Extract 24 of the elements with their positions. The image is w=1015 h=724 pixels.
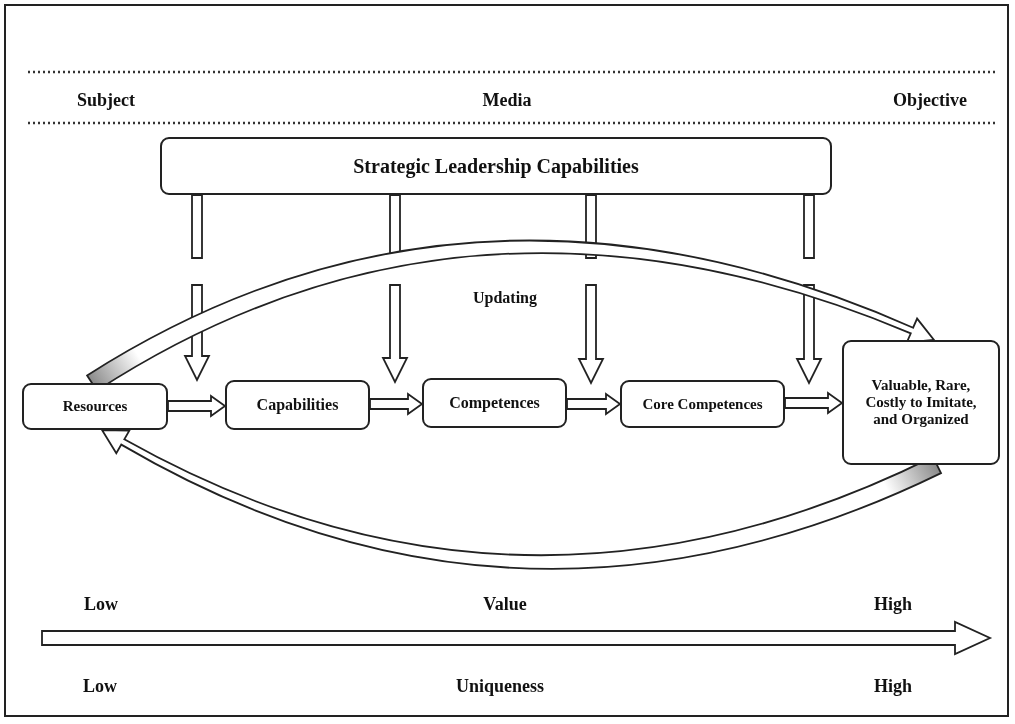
scale-label: High	[874, 593, 912, 615]
scale-label: High	[874, 675, 912, 697]
block-arrow	[369, 392, 424, 416]
scale-label: Low	[84, 593, 118, 615]
curved-arrow	[101, 429, 942, 570]
scale-label: Low	[83, 675, 117, 697]
process-box: Core Competences	[620, 380, 785, 428]
block-arrow	[167, 394, 227, 418]
outcome-box: Valuable, Rare, Costly to Imitate, and Organized	[842, 340, 1000, 465]
column-header: Objective	[893, 89, 967, 111]
block-arrow	[381, 194, 409, 384]
column-header: Media	[482, 89, 532, 111]
process-box: Resources	[22, 383, 168, 430]
process-box: Capabilities	[225, 380, 370, 430]
edge-label: Updating	[470, 289, 540, 307]
column-header: Subject	[77, 89, 135, 111]
scale-label: Uniqueness	[456, 675, 544, 697]
scale-label: Value	[483, 593, 527, 615]
process-box: Competences	[422, 378, 567, 428]
capabilities-banner: Strategic Leadership Capabilities	[160, 137, 832, 195]
block-arrow	[566, 392, 622, 416]
block-arrow	[577, 194, 605, 385]
block-arrow	[795, 194, 823, 385]
block-arrow	[784, 391, 844, 415]
